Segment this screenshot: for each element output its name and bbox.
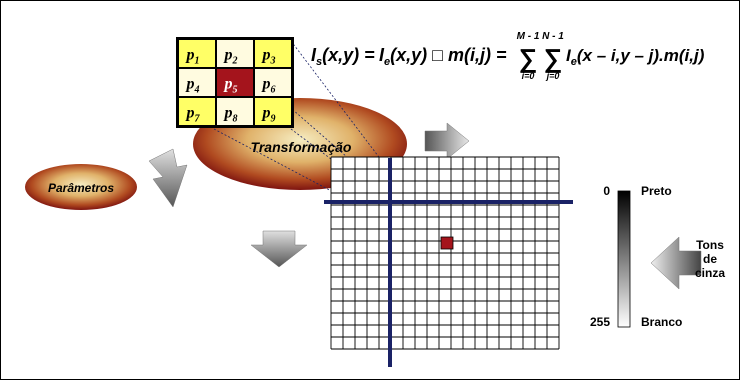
arrow-right-icon [424,122,470,160]
parametros-label: Parâmetros [48,181,114,195]
kernel-cell-label: p8 [223,105,238,125]
sum1-bottom: i=0 [522,71,535,81]
parametros-ellipse [25,164,137,210]
kernel-cell [179,69,215,96]
formula-lhs-sub: s [316,56,322,68]
kernel-cell-label: p3 [261,47,276,67]
arrow-down-icon [250,230,308,268]
formula-rhs: Ie(x – i,y – j).m(i,j) [566,46,705,68]
kernel-cell [179,98,215,125]
arrow-left-icon [650,236,702,290]
kernel-cell [255,40,291,67]
transformacao-label: Transformação [251,139,352,155]
cinza-label: cinza [695,266,725,280]
kernel-cell [255,69,291,96]
gray-bottom-value: 255 [590,315,610,329]
kernel-cell [217,69,253,96]
sum2-bottom: j=0 [546,71,560,81]
convolution-formula: Is(x,y) = Ie(x,y) □ m(i,j) = M - 1 ∑ i=0… [311,31,705,81]
kernel-cell [217,40,253,67]
kernel-cell-label: p1 [185,47,200,67]
sum2-top: N - 1 [542,31,564,42]
formula-term2: Ie(x,y) □ m(i,j) = [379,45,507,68]
gray-top-label: Preto [641,184,672,198]
gray-top-value: 0 [603,184,610,198]
formula-lhs: Is(x,y) = [311,45,375,68]
pixel-grid [330,156,560,350]
grayscale-bar [617,190,631,328]
kernel-cell [255,98,291,125]
highlighted-pixel [440,236,454,250]
kernel-cell-label: p7 [185,105,201,125]
arrow-params-icon [148,148,188,208]
sum1-symbol: ∑ [519,43,538,73]
kernel-cell-label: p6 [261,76,276,96]
kernel-cell [179,40,215,67]
kernel-cell-label: p4 [185,76,200,96]
kernel-matrix: p1 p2 p3 p4 p5 p6 p7 p8 p9 [176,37,294,128]
kernel-cell-label: p9 [261,105,276,125]
sum2-symbol: ∑ [544,43,563,73]
kernel-cell [217,98,253,125]
gray-bottom-label: Branco [641,315,682,329]
kernel-cell-label: p2 [223,47,238,67]
kernel-cell-label: p5 [223,76,238,96]
de-label: de [703,252,717,266]
sum1-top: M - 1 [517,31,540,42]
tons-label: Tons [696,238,724,252]
